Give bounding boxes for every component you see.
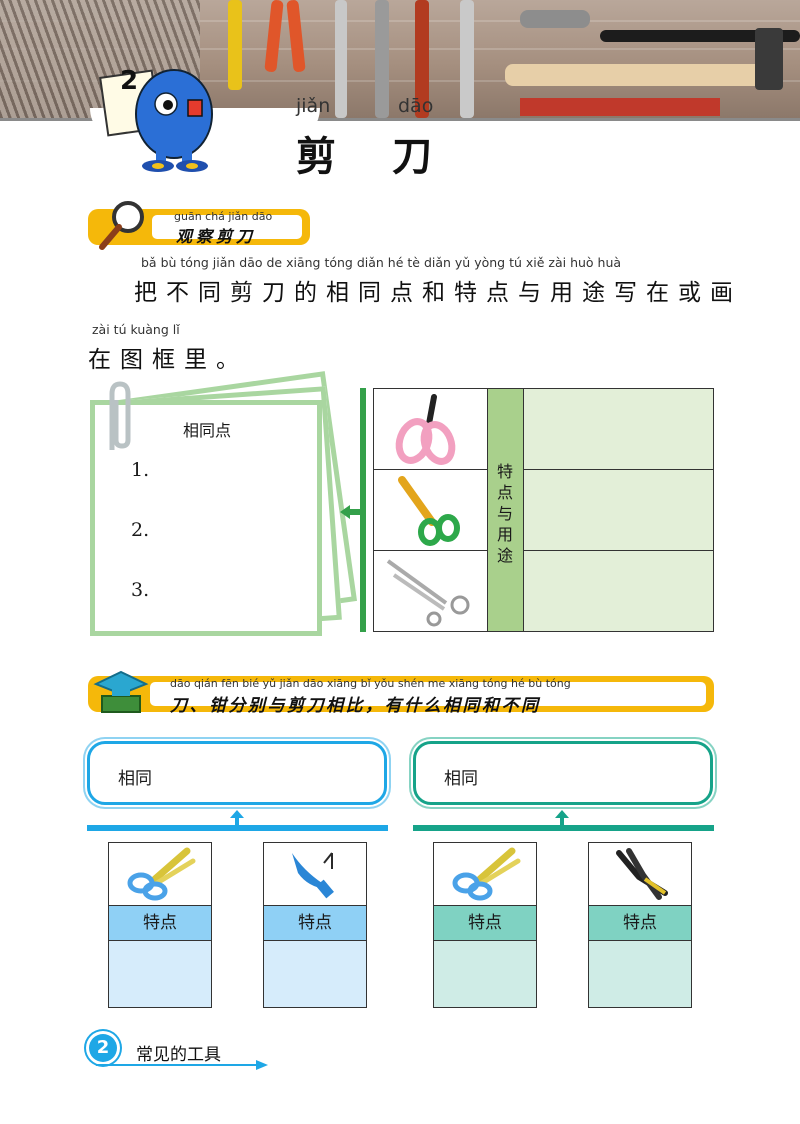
table-side-label: 特点与用途 xyxy=(487,388,524,632)
card-pliers: 特点 xyxy=(588,842,692,1008)
footer-arrow-icon xyxy=(96,1060,268,1070)
same-box-left-label: 相同 xyxy=(118,769,152,789)
up-arrow-icon xyxy=(230,810,244,826)
same-box-right[interactable]: 相同 xyxy=(413,741,713,805)
zigzag-scissors-icon xyxy=(398,476,460,546)
tool-cell-3 xyxy=(373,550,488,632)
scissors-icon xyxy=(127,847,196,901)
title-pinyin-1: jiǎn xyxy=(296,95,331,117)
card-knife-label: 特点 xyxy=(264,906,366,941)
note-item-3[interactable]: 3. xyxy=(131,579,150,601)
blue-bar xyxy=(87,825,388,831)
card-scissors-2: 特点 xyxy=(433,842,537,1008)
title-pinyin-2: dāo xyxy=(398,95,434,117)
note-item-2[interactable]: 2. xyxy=(131,519,150,541)
title-char-2: 刀 xyxy=(392,134,432,180)
hair-scissors-icon xyxy=(386,559,470,627)
note-item-1[interactable]: 1. xyxy=(131,459,150,481)
card-pliers-label: 特点 xyxy=(589,906,691,941)
magnifier-icon xyxy=(99,201,144,250)
answer-cell-2[interactable] xyxy=(523,469,714,551)
title-char-1: 剪 xyxy=(296,134,336,180)
card-scissors-1: 特点 xyxy=(108,842,212,1008)
tool-cell-2 xyxy=(373,469,488,551)
section1-label: 观察剪刀 xyxy=(176,227,257,246)
banner-divider xyxy=(0,118,800,121)
footer-number-badge: 2 xyxy=(89,1034,117,1062)
paper-clip-icon xyxy=(109,381,131,450)
section1-header: guān chá jiǎn dāo 观察剪刀 xyxy=(88,201,310,250)
card-scissors-1-label: 特点 xyxy=(109,906,211,941)
section1-pinyin: guān chá jiǎn dāo xyxy=(174,210,273,223)
footer-number: 2 xyxy=(96,1037,110,1058)
card-knife: 特点 xyxy=(263,842,367,1008)
card-scissors-1-answer[interactable] xyxy=(109,941,211,1007)
left-arrow-icon xyxy=(340,505,364,519)
instruction-line2: 在图框里。 xyxy=(88,347,248,373)
note-title: 相同点 xyxy=(183,421,232,440)
answer-cell-1[interactable] xyxy=(523,388,714,470)
pink-scissors-icon xyxy=(395,394,456,465)
section2-label: 刀、钳分别与剪刀相比，有什么相同和不同 xyxy=(170,696,541,716)
instruction-line1: 把不同剪刀的相同点和特点与用途写在或画 xyxy=(134,280,742,306)
pliers-icon xyxy=(616,848,668,900)
scissors-icon xyxy=(452,847,521,901)
instruction-line1-pinyin: bǎ bù tóng jiǎn dāo de xiāng tóng diǎn h… xyxy=(141,255,622,270)
same-box-right-label: 相同 xyxy=(444,769,478,789)
section2-pinyin: dāo qián fēn bié yǔ jiǎn dāo xiāng bǐ yǒ… xyxy=(170,677,571,690)
tool-cell-1 xyxy=(373,388,488,470)
answer-cell-3[interactable] xyxy=(523,550,714,632)
footer-label: 常见的工具 xyxy=(136,1045,221,1065)
table-side-label-text: 特点与用途 xyxy=(497,462,514,565)
instruction-line2-pinyin: zài tú kuàng lǐ xyxy=(92,322,180,337)
card-knife-answer[interactable] xyxy=(264,941,366,1007)
mascot-with-book: 2 xyxy=(96,52,226,172)
teal-bar xyxy=(413,825,714,831)
knife-icon xyxy=(292,852,334,899)
up-arrow-icon xyxy=(555,810,569,826)
grad-cap-book-icon xyxy=(93,670,149,713)
lesson-number: 2 xyxy=(120,66,139,96)
card-pliers-answer[interactable] xyxy=(589,941,691,1007)
same-box-left[interactable]: 相同 xyxy=(87,741,387,805)
card-scissors-2-label: 特点 xyxy=(434,906,536,941)
card-scissors-2-answer[interactable] xyxy=(434,941,536,1007)
section2-header: dāo qián fēn bié yǔ jiǎn dāo xiāng bǐ yǒ… xyxy=(88,670,714,716)
